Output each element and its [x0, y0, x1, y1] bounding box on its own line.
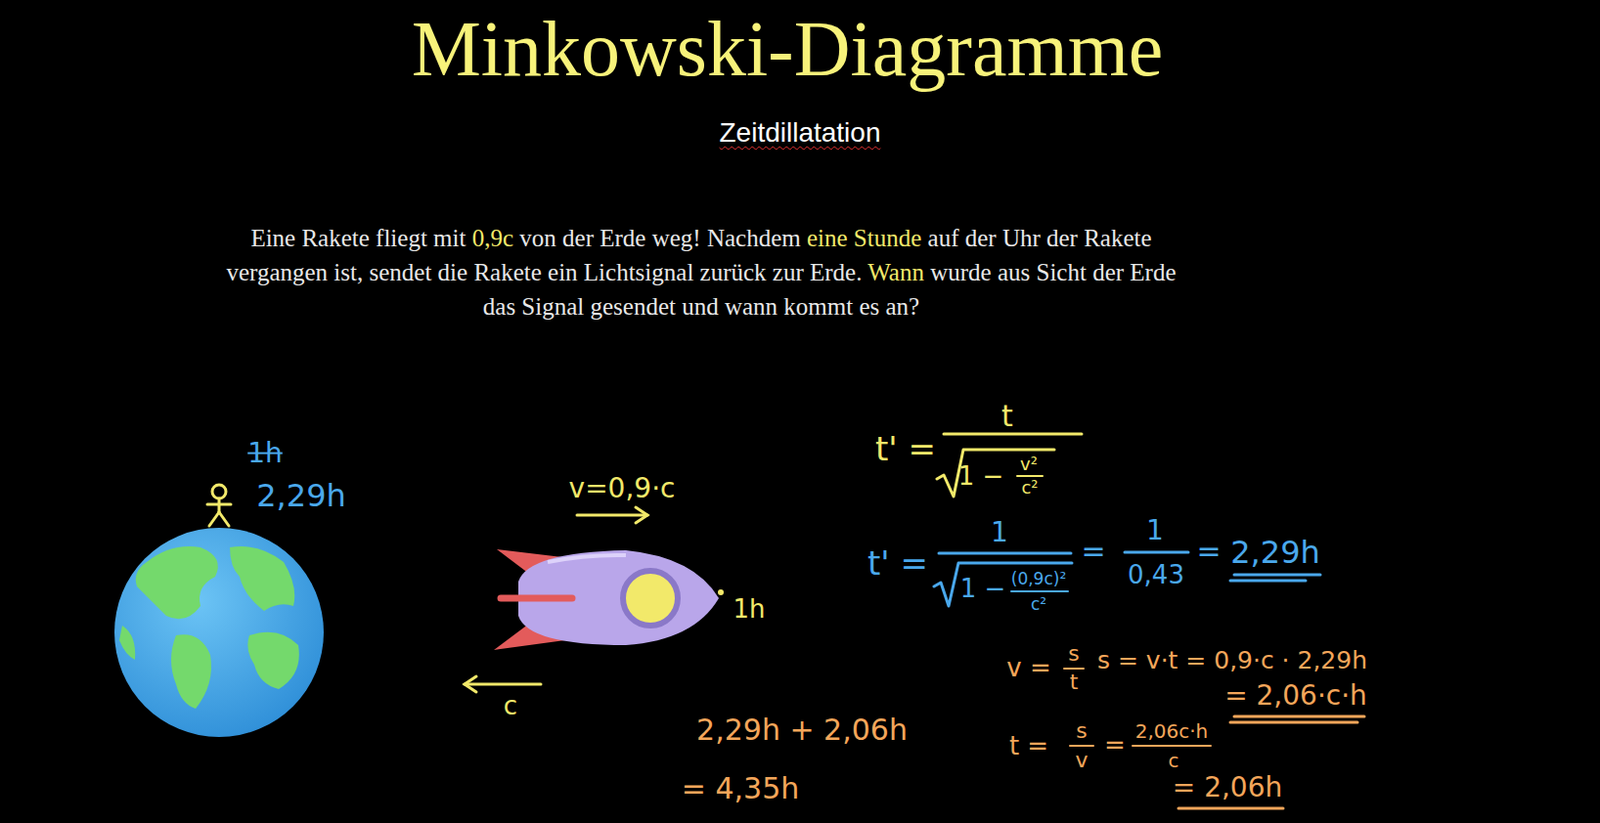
handwritten-note: t — [1001, 400, 1014, 433]
handwritten-note: t' = — [867, 545, 929, 582]
handwritten-note: 2,06c·h — [1135, 720, 1209, 743]
handwritten-note: t = — [1009, 732, 1049, 761]
handwritten-note: 1h — [732, 595, 765, 624]
handwritten-note: 2,29h — [1230, 535, 1321, 571]
handwritten-note: c² — [1021, 478, 1038, 498]
slide-subtitle: Zeitdillatation — [719, 118, 882, 149]
rocket — [493, 549, 724, 651]
problem-sentence: von der Erde weg! Nachdem — [519, 224, 800, 252]
highlight-text: 0,9c — [472, 224, 514, 252]
slide-title: Minkowski-Diagramme — [411, 5, 1164, 92]
handwritten-note: 1 — [990, 518, 1009, 549]
handwritten-note: (0,9c)² — [1011, 570, 1067, 589]
problem-sentence: Eine Rakete fliegt mit — [250, 224, 466, 252]
problem-text: Eine Rakete fliegt mit 0,9c von der Erde… — [217, 221, 1186, 324]
handwritten-note: s — [1075, 719, 1087, 744]
handwritten-note: = 2,06·c·h — [1224, 681, 1368, 712]
light-arrow — [464, 676, 541, 693]
formula-lines — [936, 434, 1082, 497]
handwritten-note: 2,29h — [256, 479, 347, 514]
handwritten-note: 2,29h + 2,06h — [696, 713, 908, 747]
earth — [114, 528, 324, 738]
handwritten-note: s = v·t = 0,9·c · 2,29h — [1097, 647, 1368, 675]
handwritten-note: 1h — [247, 439, 283, 470]
handwritten-note: v = — [1006, 654, 1051, 683]
handwritten-note: 1 − — [960, 575, 1007, 604]
handwritten-note: t' = — [875, 431, 936, 468]
handwritten-note: c — [1168, 750, 1180, 772]
handwritten-note: 1 − — [958, 462, 1005, 491]
handwritten-note: c — [503, 692, 518, 721]
handwritten-note: c² — [1030, 595, 1047, 615]
handwritten-note: v=0,9·c — [569, 474, 676, 505]
highlight-text: Wann — [867, 259, 925, 286]
handwritten-note: v — [1074, 749, 1088, 773]
handwritten-note: = 4,35h — [681, 772, 800, 805]
handwritten-note: s — [1067, 642, 1079, 667]
handwritten-note: 1 — [1146, 516, 1164, 547]
highlight-text: eine Stunde — [806, 224, 922, 252]
velocity-arrow — [577, 507, 648, 524]
handwritten-note: = — [1080, 534, 1106, 568]
handwritten-note: = — [1196, 534, 1221, 568]
handwritten-note: v² — [1020, 454, 1038, 475]
handwritten-note: 0,43 — [1127, 561, 1185, 590]
stick-figure — [207, 485, 231, 527]
handwritten-note: t — [1069, 670, 1079, 695]
handwritten-note: = — [1104, 731, 1126, 760]
handwritten-note: = 2,06h — [1172, 773, 1283, 804]
